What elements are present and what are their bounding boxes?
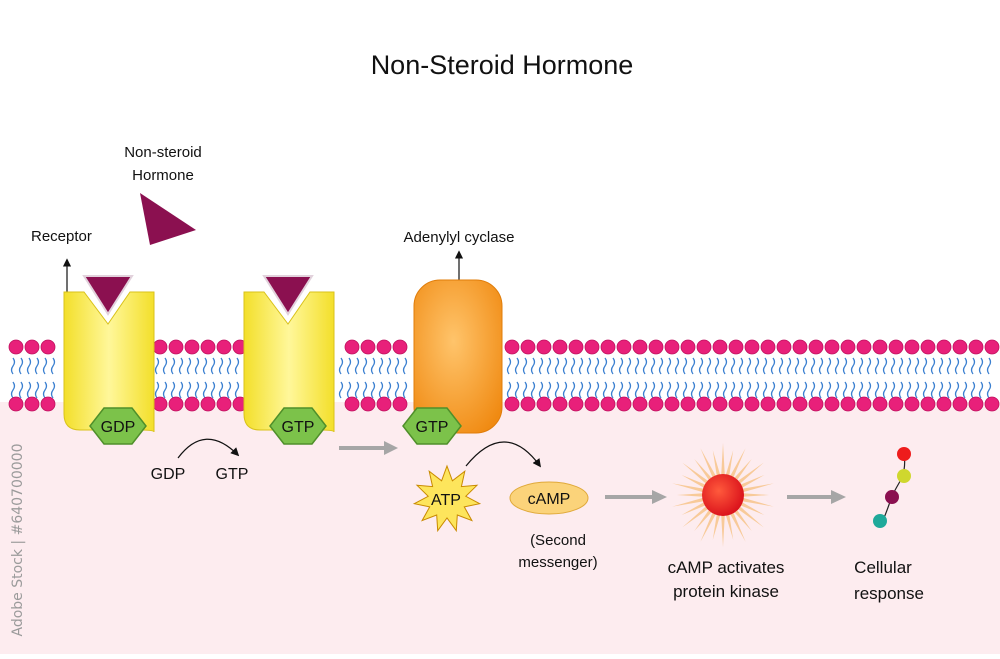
hormone-bound-1	[82, 275, 134, 316]
response-bead-teal	[873, 514, 887, 528]
cellular-response-chain	[873, 447, 911, 528]
gray-arrow-to-response	[787, 490, 846, 504]
hormone-label-line1: Non-steroid	[124, 144, 202, 161]
receptor-label: Receptor	[31, 228, 92, 245]
protein-kinase	[702, 474, 744, 516]
gray-arrow-to-kinase	[605, 490, 667, 504]
camp-molecule	[509, 481, 589, 515]
g-protein-gdp-label: GDP	[101, 419, 136, 436]
hormone-bound-2	[262, 275, 314, 316]
page-title: Non-Steroid Hormone	[371, 50, 634, 80]
response-bead-yellow	[897, 469, 911, 483]
gtp-free-label: GTP	[216, 466, 249, 483]
cytoplasm	[0, 402, 1000, 654]
cell-membrane	[8, 339, 1000, 412]
g-protein-gtp-receptor: GTP	[269, 407, 327, 445]
response-label-line2: response	[854, 584, 924, 603]
atp-label: ATP	[431, 492, 461, 509]
response-bead-purple	[885, 490, 899, 504]
kinase-label-line2: protein kinase	[673, 582, 779, 601]
gdp-gtp-exchange-arrow	[177, 438, 240, 459]
gray-arrow-to-cyclase	[339, 441, 398, 455]
camp-label: cAMP	[528, 491, 571, 508]
response-label-line1: Cellular	[854, 558, 912, 577]
kinase-rays	[672, 443, 774, 547]
watermark-side-text: Adobe Stock | #640700000	[10, 444, 26, 637]
g-protein-gdp: GDP	[89, 407, 147, 445]
gdp-free-label: GDP	[151, 466, 186, 483]
kinase-label-line1: cAMP activates	[668, 558, 785, 577]
g-protein-gtp-receptor-label: GTP	[282, 419, 315, 436]
second-messenger-line1: (Second	[530, 532, 586, 549]
hormone-label-line2: Hormone	[132, 167, 194, 184]
g-protein-gtp-cyclase-label: GTP	[416, 419, 449, 436]
atp-to-camp-arrow	[465, 441, 541, 468]
atp-starburst	[412, 464, 482, 533]
adenylyl-cyclase-label: Adenylyl cyclase	[404, 229, 515, 246]
hormone-free	[140, 193, 196, 245]
adenylyl-cyclase	[413, 279, 503, 434]
response-bead-red	[897, 447, 911, 461]
second-messenger-line2: messenger)	[518, 554, 597, 571]
g-protein-gtp-cyclase: GTP	[402, 407, 462, 445]
